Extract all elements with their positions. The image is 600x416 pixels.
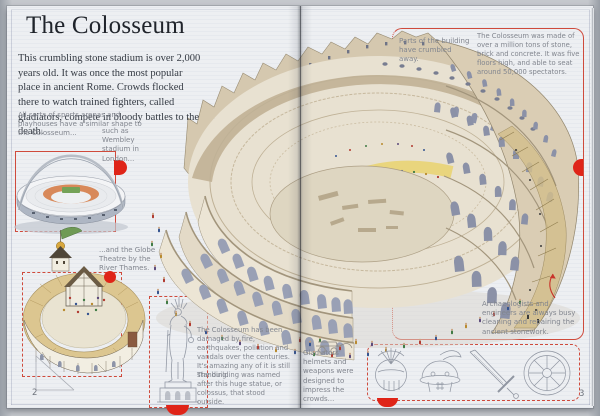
wembley-frame: [15, 151, 116, 232]
globe-frame: [22, 272, 122, 377]
red-tab-marker: [377, 398, 398, 407]
gladiator-sketch-frame: [367, 344, 580, 401]
annotation-statue: The building was named after this huge s…: [197, 371, 282, 406]
page-stack-edge: [591, 8, 594, 406]
intro-paragraph: This crumbling stone stadium is over 2,0…: [18, 53, 201, 138]
page-margin-line: [11, 9, 590, 10]
annotation-gladiators: Gladiators' helmets and weapons were des…: [303, 349, 354, 404]
annotation-construction: The Colosseum was made of over a million…: [477, 32, 580, 76]
annotation-wembley: such as Wembley stadium in London...: [102, 127, 139, 163]
right-page-number: 3: [579, 389, 585, 399]
annotation-crumbled: Parts of the building have crumbled away…: [399, 37, 470, 64]
red-tab-marker: [573, 159, 583, 176]
page-margin-line: [11, 404, 590, 405]
page-margin-line: [11, 10, 12, 405]
red-tab-marker: [166, 405, 189, 415]
annotation-archaeologists: Archaeologists and engineers are always …: [482, 300, 576, 336]
page-title: The Colosseum: [26, 12, 185, 39]
left-page-number: 2: [32, 388, 38, 398]
annotation-arenas: All sorts of sports arenas and playhouse…: [18, 111, 142, 138]
page-margin-line: [589, 10, 590, 405]
annotation-globe: ...and the Globe Theatre by the River Th…: [99, 246, 156, 273]
